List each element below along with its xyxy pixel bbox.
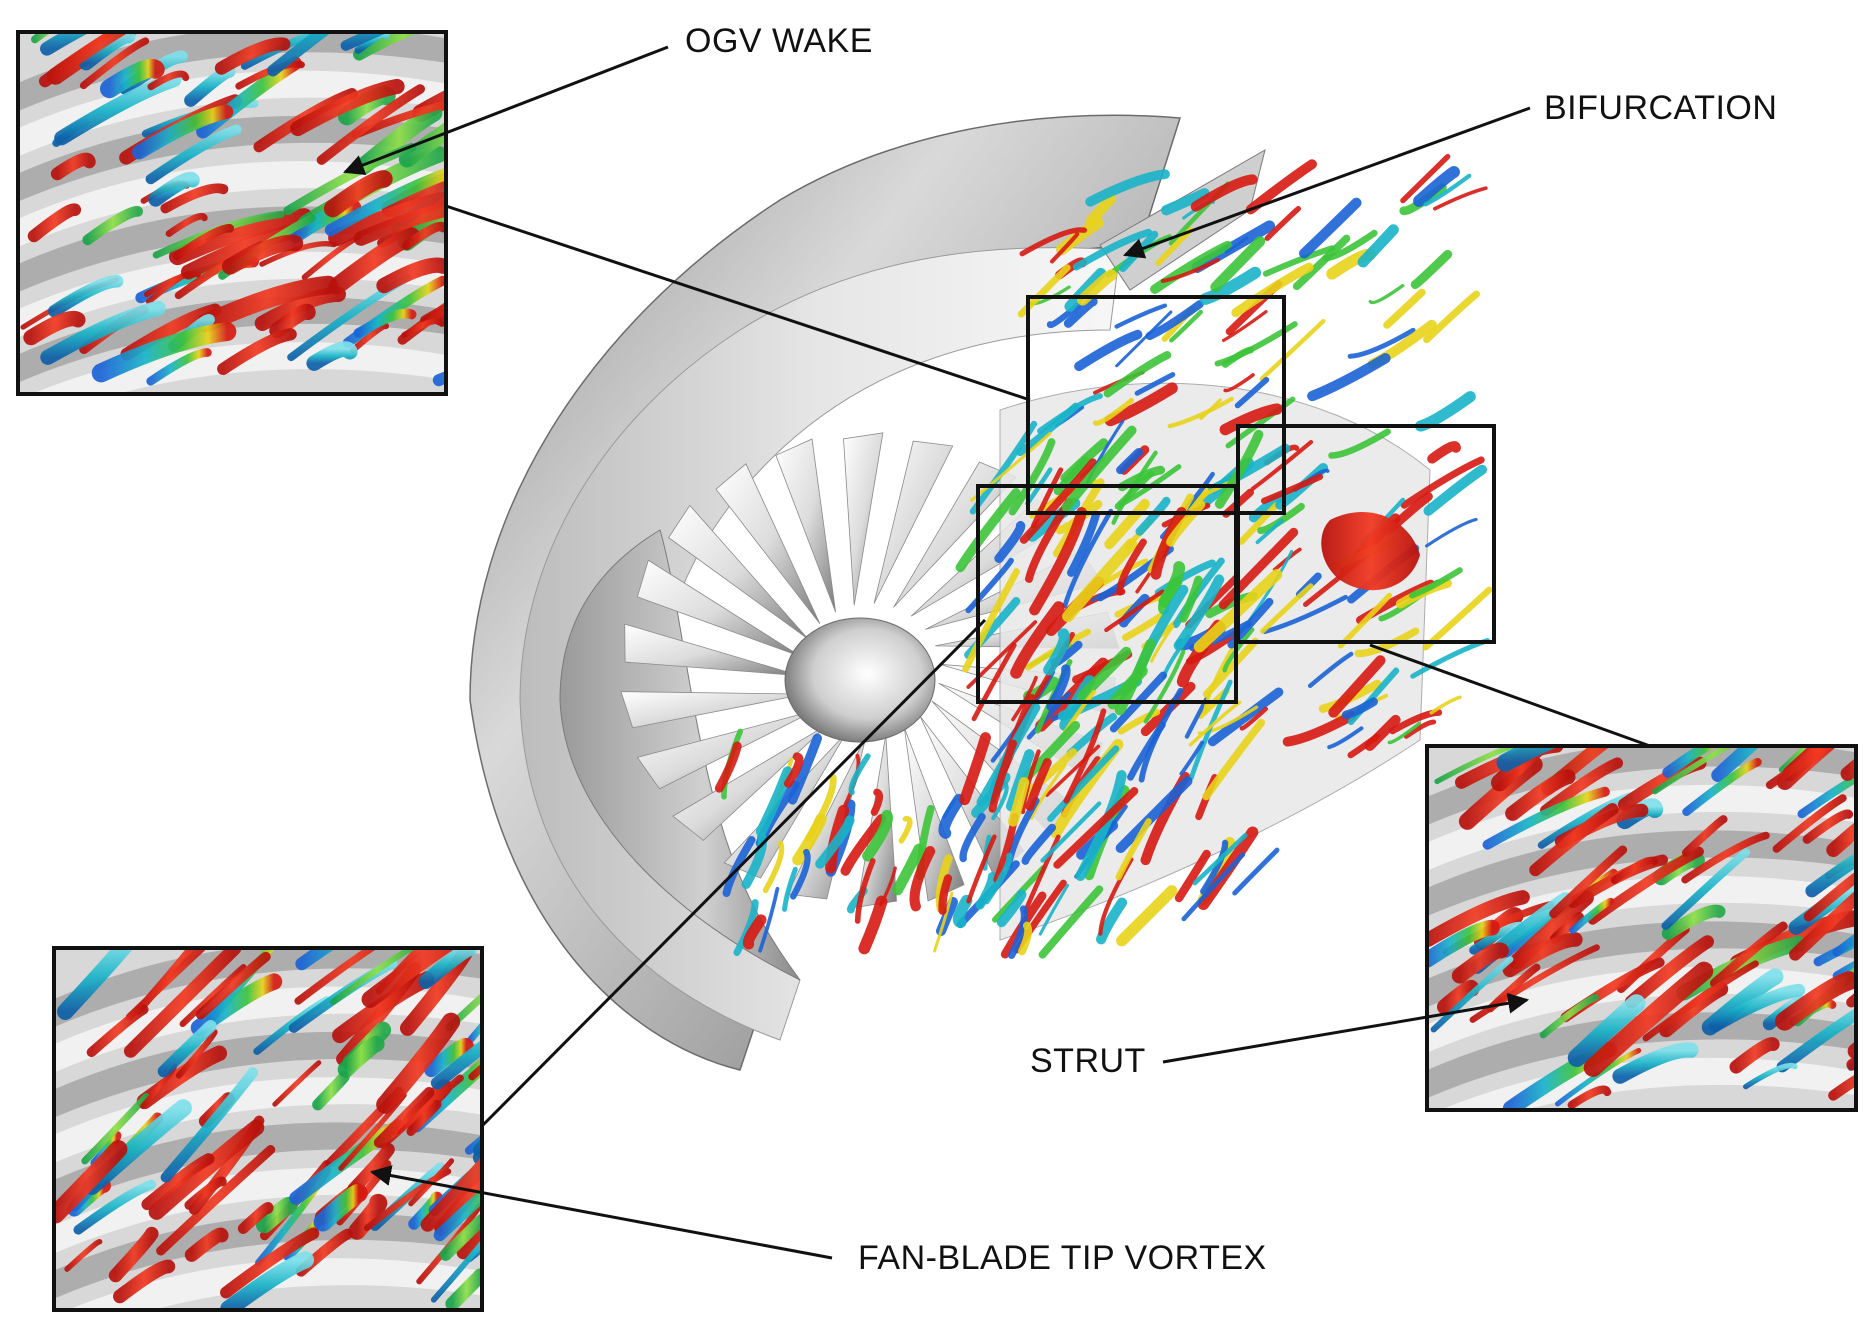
lower-vortex-streak (901, 819, 909, 841)
inset-isosurface (439, 346, 570, 381)
lower-vortex-streak (944, 800, 959, 834)
ogv-wake-streak (1432, 446, 1456, 459)
label-bifurcation: BIFURCATION (1544, 91, 1777, 125)
ogv-wake-streak (1421, 397, 1471, 426)
ogv-wake-streak (1415, 254, 1447, 284)
spinner (785, 618, 935, 742)
lower-vortex-streak (959, 901, 967, 923)
fan-blade (776, 439, 836, 612)
label-ogv-wake: OGV WAKE (685, 24, 873, 58)
ogv-wake-streak (1262, 321, 1324, 379)
ogv-wake-streak (1427, 519, 1477, 546)
ogv-wake-streak (1370, 286, 1402, 303)
ogv-wake-streak (1225, 375, 1253, 391)
label-strut: STRUT (1030, 1044, 1146, 1078)
lower-vortex-streak (874, 792, 879, 812)
lower-vortex-streak (864, 902, 881, 949)
ogv-wake-streak (1079, 335, 1138, 367)
ogv-wake-streak (1426, 590, 1489, 647)
label-fan-blade-tip-vortex: FAN-BLADE TIP VORTEX (858, 1241, 1267, 1275)
inset-isosurface (479, 1038, 575, 1151)
ogv-wake-streak (1427, 294, 1477, 339)
tip-vortex-streak (1122, 891, 1172, 941)
fan-blade (844, 433, 883, 605)
inset-fan-blade-tip-vortex (34, 892, 588, 1330)
ogv-wake-streak (1387, 292, 1422, 325)
ogv-wake-streak (1431, 697, 1460, 713)
ogv-wake-streak (1312, 358, 1385, 396)
inset-strut (1407, 685, 1871, 1152)
inset-isosurface (441, 296, 512, 317)
